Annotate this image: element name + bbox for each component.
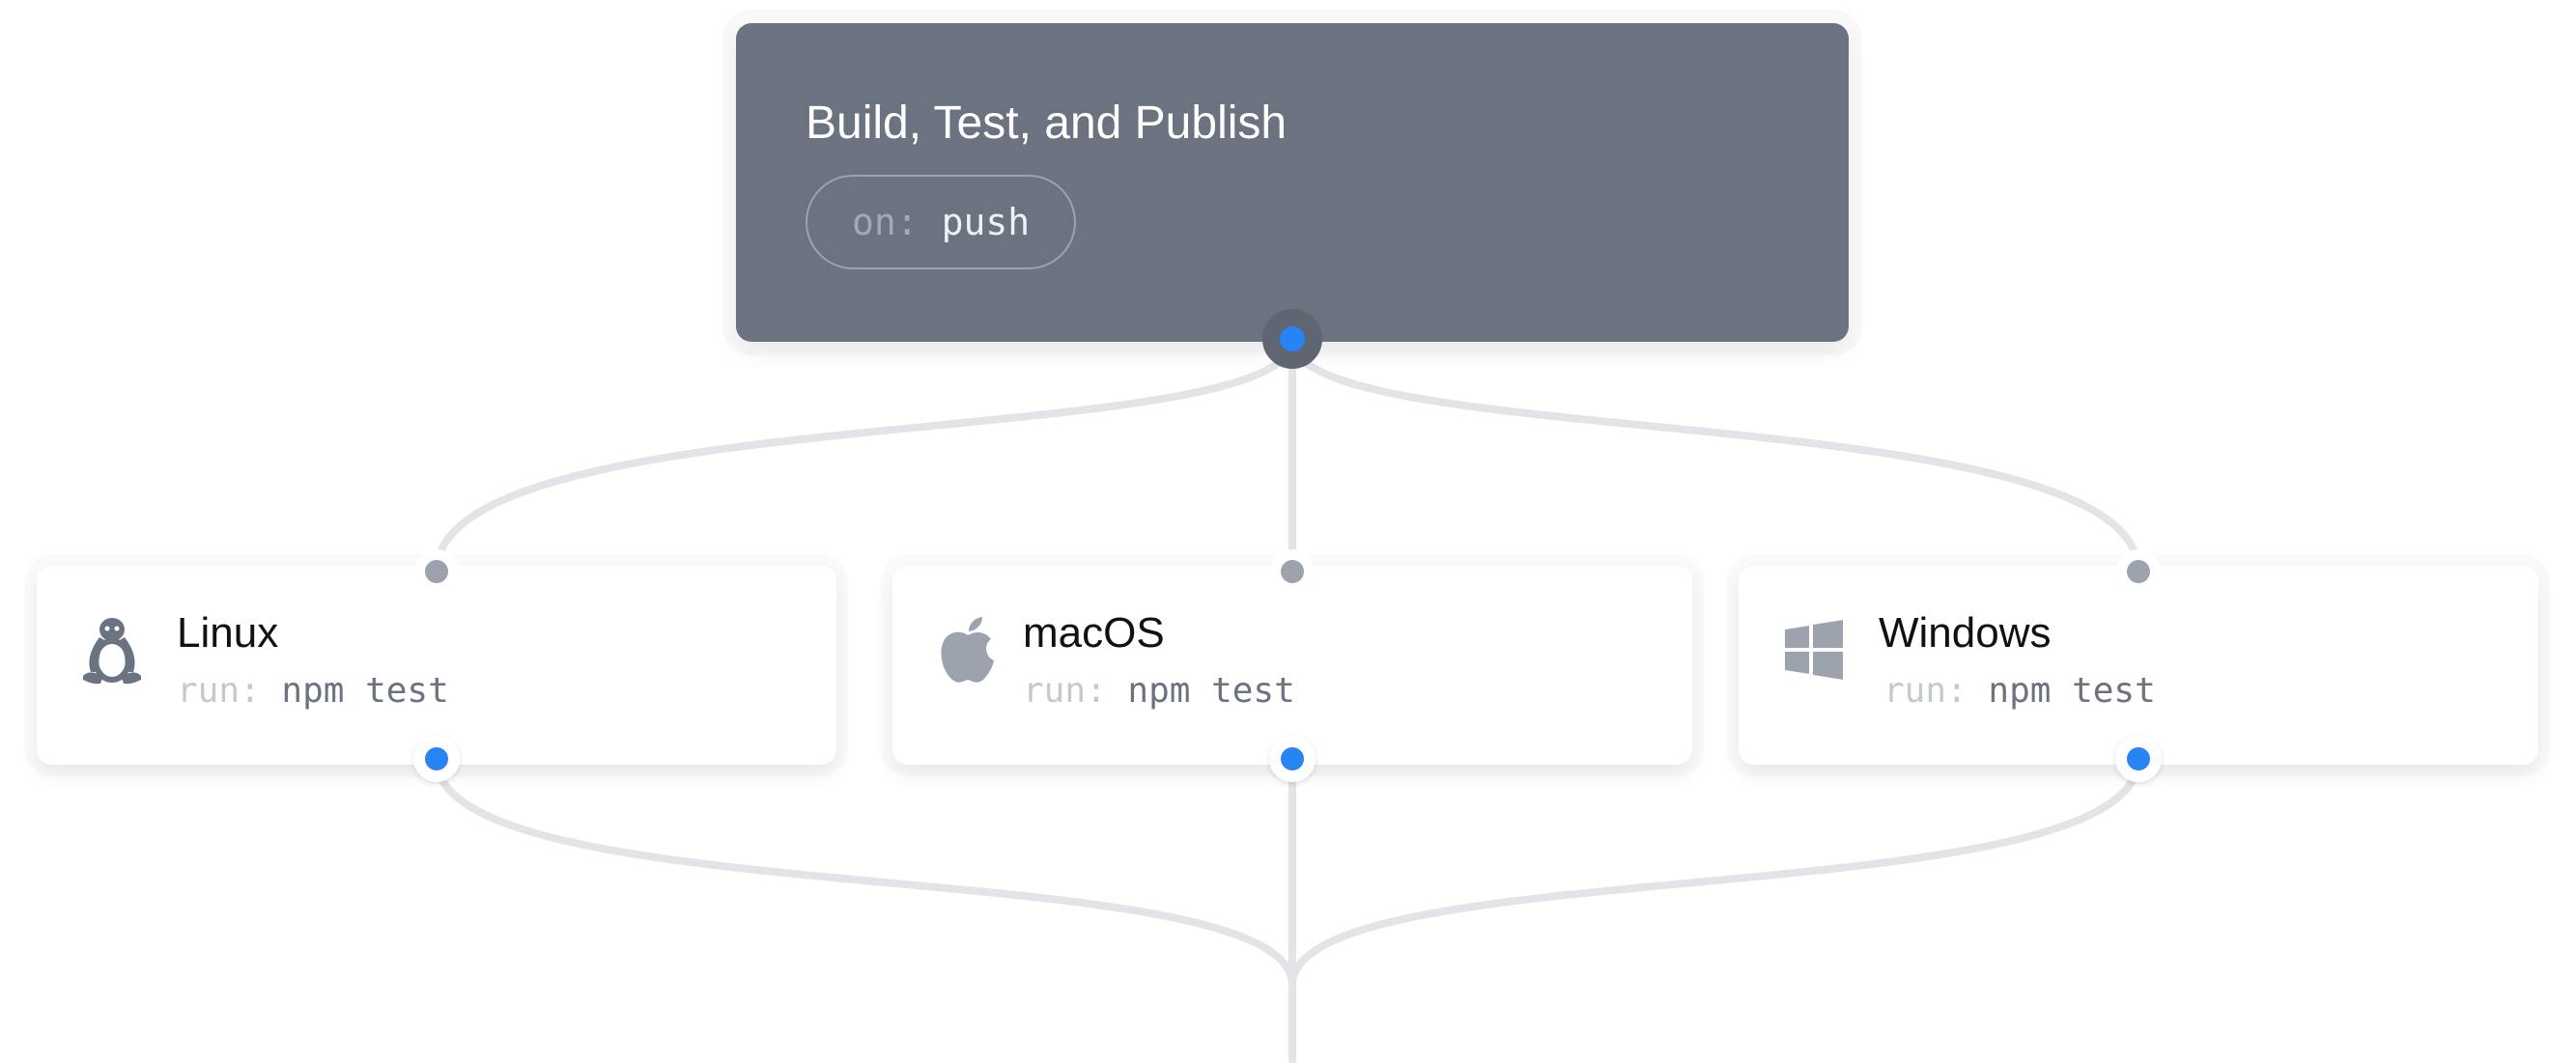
linux-penguin-icon [79, 616, 145, 685]
connector-linux-to-next [433, 755, 1296, 989]
job-run-command: run: npm test [1023, 674, 1295, 709]
linux-output-node[interactable] [413, 736, 460, 782]
trigger-key: on: [852, 201, 919, 243]
run-key: run: [1883, 671, 1967, 711]
trigger-value: push [941, 201, 1031, 243]
macos-input-node[interactable] [1270, 549, 1315, 594]
windows-output-node[interactable] [2115, 736, 2162, 782]
windows-input-node[interactable] [2116, 549, 2161, 594]
job-card-windows[interactable]: Windows run: npm test [1739, 566, 2538, 765]
run-value: npm test [1988, 671, 2156, 711]
windows-icon [1781, 616, 1847, 685]
linux-input-node[interactable] [414, 549, 459, 594]
run-key: run: [1023, 671, 1107, 711]
job-name: Windows [1879, 609, 2052, 657]
job-run-command: run: npm test [177, 674, 449, 709]
run-value: npm test [281, 671, 449, 711]
job-name: Linux [177, 609, 279, 657]
connector-workflow-to-windows [1288, 336, 2142, 575]
job-name: macOS [1023, 609, 1165, 657]
job-card-linux[interactable]: Linux run: npm test [37, 566, 836, 765]
trigger-badge: on: push [806, 175, 1077, 269]
run-key: run: [177, 671, 261, 711]
connector-workflow-to-linux [433, 336, 1296, 575]
job-card-macos[interactable]: macOS run: npm test [892, 566, 1692, 765]
apple-icon [935, 616, 1001, 685]
workflow-card[interactable]: Build, Test, and Publish on: push [736, 23, 1849, 342]
workflow-output-node[interactable] [1262, 309, 1322, 369]
run-value: npm test [1127, 671, 1295, 711]
job-run-command: run: npm test [1883, 674, 2156, 709]
connector-windows-to-next [1288, 755, 2142, 989]
macos-output-node[interactable] [1269, 736, 1316, 782]
workflow-title: Build, Test, and Publish [806, 98, 1288, 149]
